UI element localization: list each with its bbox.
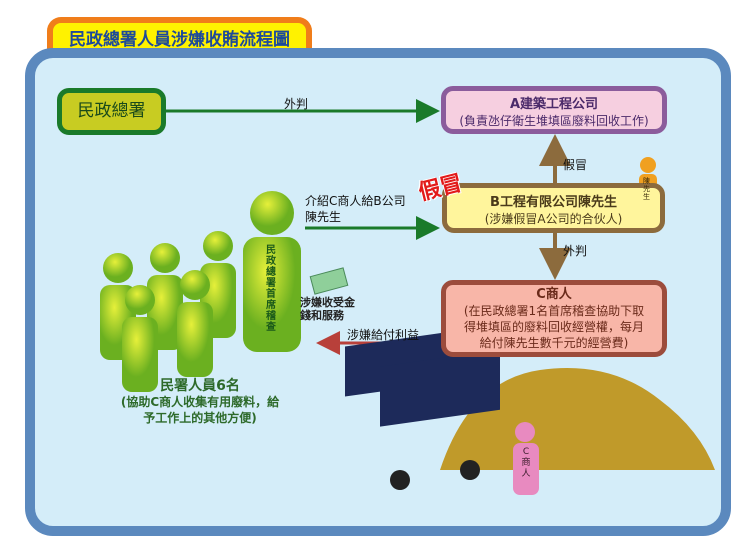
node-municipal-affairs: 民政總署 (57, 88, 166, 135)
merchant-figure-illustration (513, 422, 539, 495)
node-a-sub: (負責氹仔衛生堆填區廢料回收工作) (459, 114, 649, 128)
edge-label: 外判 (563, 244, 588, 258)
node-a-company: A建築工程公司 (負責氹仔衛生堆填區廢料回收工作) (441, 86, 667, 134)
chief-label: 民政總署首席稽查 (266, 245, 276, 333)
edge-label: 介紹C商人給B公司 (305, 194, 406, 208)
money-label-line: 涉嫌收受金 (300, 296, 355, 309)
staff-caption-title: 民署人員6名 (160, 378, 240, 394)
merchant-label: C商人 (521, 447, 531, 479)
edge-label: 涉嫌給付利益 (347, 328, 420, 342)
money-label-line: 錢和服務 (300, 309, 344, 322)
edge-label: 外判 (284, 97, 309, 111)
staff-caption-sub: (協助C商人收集有用廢料，給 (120, 395, 280, 409)
staff-caption: 民署人員6名 (協助C商人收集有用廢料，給 予工作上的其他方便) (95, 378, 305, 426)
node-b-company: B工程有限公司陳先生 (涉嫌假冒A公司的合伙人) (442, 183, 665, 233)
node-c-merchant: C商人 (在民政總署1名首席稽查協助下取 得堆填區的廢料回收經營權，每月 給付陳… (441, 280, 667, 357)
node-b-title: B工程有限公司陳先生 (490, 195, 617, 210)
edge-label: 假冒 (563, 158, 588, 172)
garbage-pile-illustration (440, 368, 715, 470)
node-a-title: A建築工程公司 (509, 97, 599, 112)
node-c-title: C商人 (536, 287, 572, 302)
chen-label: 陳先生 (643, 177, 650, 201)
truck-illustration (345, 329, 500, 490)
node-c-sub: 給付陳先生數千元的經營費) (479, 336, 629, 350)
money-icon (309, 267, 349, 295)
staff-figures-illustration (100, 191, 301, 392)
node-c-sub: (在民政總署1名首席稽查協助下取 (463, 304, 645, 318)
edge-label: 陳先生 (305, 210, 342, 224)
node-b-sub: (涉嫌假冒A公司的合伙人) (484, 212, 623, 226)
node-c-sub: 得堆填區的廢料回收經營權，每月 (463, 320, 644, 334)
staff-caption-sub: 予工作上的其他方便) (143, 411, 257, 425)
money-label: 涉嫌收受金 錢和服務 (300, 296, 355, 322)
